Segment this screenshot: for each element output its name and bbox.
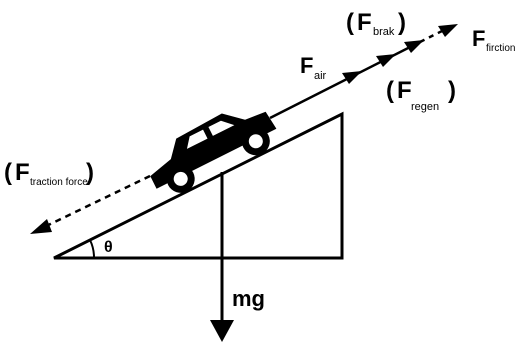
- car-window-rear: [208, 120, 235, 136]
- brake-label: ( F brak ): [346, 9, 406, 38]
- car-hub-front: [248, 134, 263, 149]
- traction-open-paren: (: [4, 159, 12, 186]
- traction-close-paren: ): [86, 159, 94, 186]
- friction-label-main: F: [472, 26, 485, 51]
- friction-label: F firction: [472, 26, 515, 54]
- regen-close-paren: ): [448, 77, 456, 104]
- traction-label: ( F traction force ): [4, 159, 94, 188]
- car: [150, 111, 277, 193]
- traction-label-sub: traction force: [30, 177, 88, 188]
- friction-label-sub: firction: [486, 43, 515, 54]
- angle-arc: [89, 239, 96, 259]
- regen-arrowhead: [376, 54, 396, 67]
- car-hub-rear: [173, 171, 188, 186]
- air-label-main: F: [300, 53, 313, 78]
- air-arrowhead: [342, 71, 362, 84]
- friction-arrowhead: [438, 24, 458, 37]
- air-label: F air: [300, 53, 327, 82]
- brake-label-sub: brak: [373, 26, 395, 38]
- regen-open-paren: (: [386, 77, 394, 104]
- regen-label-sub: regen: [411, 101, 439, 113]
- regen-label-main: F: [397, 77, 412, 104]
- weight-arrowhead: [210, 320, 234, 342]
- incline-triangle: [53, 111, 344, 260]
- brake-open-paren: (: [346, 9, 354, 36]
- regen-label: ( F regen ): [386, 77, 456, 113]
- traction-arrowhead: [30, 219, 52, 234]
- traction-arrow: [37, 174, 151, 232]
- brake-close-paren: ): [398, 9, 406, 36]
- air-label-sub: air: [314, 70, 327, 82]
- brake-arrowhead: [404, 40, 424, 53]
- weight-label: mg: [232, 286, 265, 311]
- traction-label-main: F: [15, 159, 30, 186]
- car-window-front: [186, 129, 208, 149]
- angle-label: θ: [104, 239, 113, 256]
- brake-label-main: F: [357, 9, 372, 36]
